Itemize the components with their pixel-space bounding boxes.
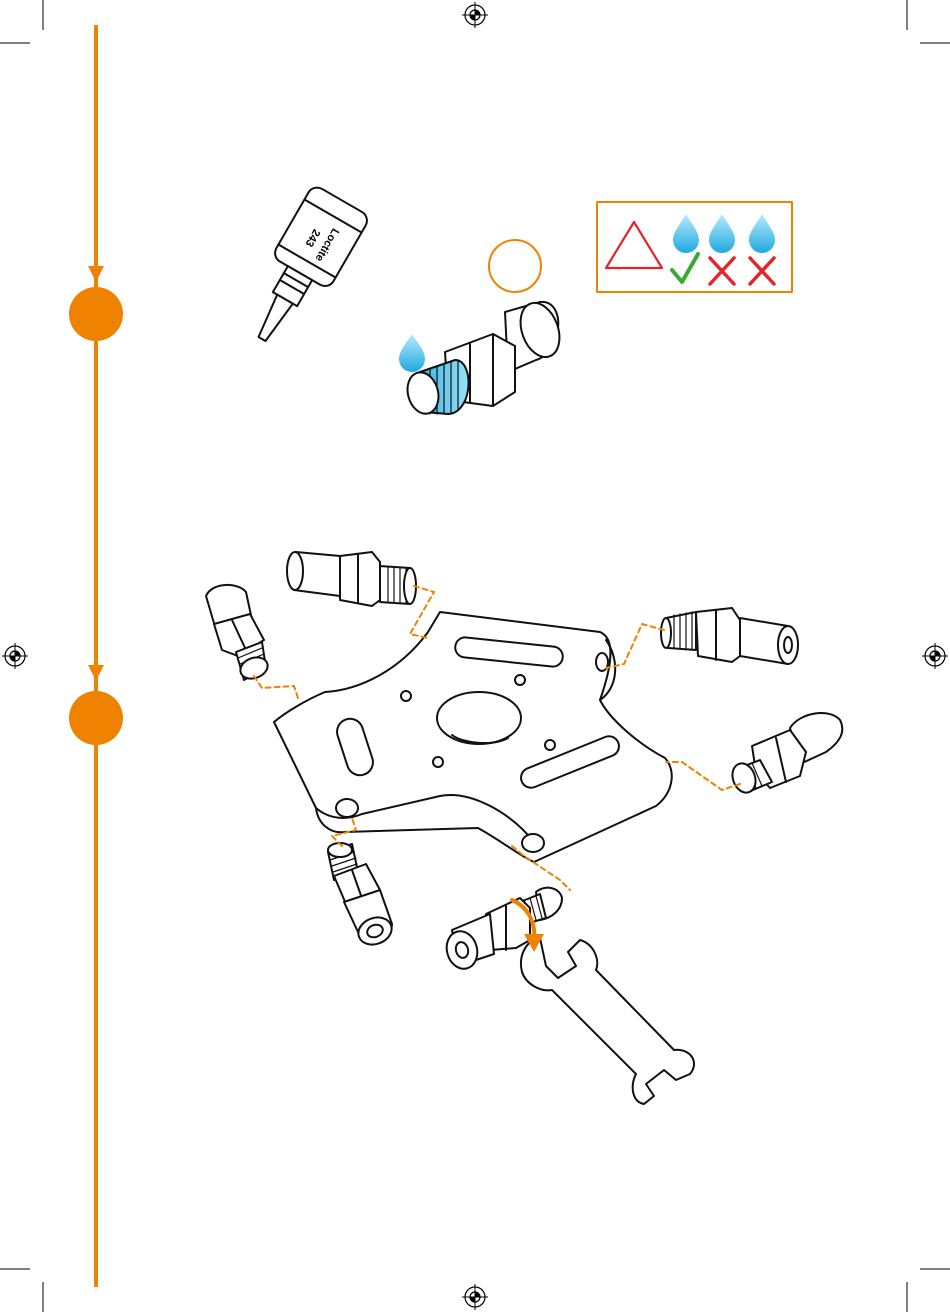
registration-mark-right bbox=[922, 643, 948, 669]
motor-plate bbox=[274, 612, 672, 862]
standoff-right-lower bbox=[729, 713, 843, 796]
loctite-bottle: Loctite 243 bbox=[233, 184, 370, 356]
standoff-top bbox=[287, 552, 416, 606]
step-1-marker bbox=[69, 287, 123, 341]
step-1-indicator-ring bbox=[489, 240, 541, 292]
standoff-left bbox=[206, 585, 271, 682]
center-hole bbox=[437, 692, 521, 744]
registration-mark-left bbox=[2, 643, 28, 669]
timeline-arrow-1 bbox=[88, 266, 104, 282]
step-2-marker bbox=[69, 691, 123, 745]
threaded-standoff bbox=[403, 298, 566, 418]
standoff-right-top bbox=[661, 608, 798, 664]
adhesive-amount-panel bbox=[597, 202, 792, 292]
timeline-arrow-2 bbox=[88, 665, 104, 681]
step-2-illustration bbox=[206, 552, 842, 1104]
registration-mark-top bbox=[462, 2, 488, 28]
loctite-drop-icon bbox=[399, 334, 425, 372]
step-1-illustration: Loctite 243 bbox=[233, 184, 792, 417]
standoff-bottom-left bbox=[328, 843, 395, 949]
registration-mark-bottom bbox=[462, 1284, 488, 1310]
step-timeline bbox=[69, 25, 123, 1287]
wrench-icon bbox=[521, 938, 694, 1104]
